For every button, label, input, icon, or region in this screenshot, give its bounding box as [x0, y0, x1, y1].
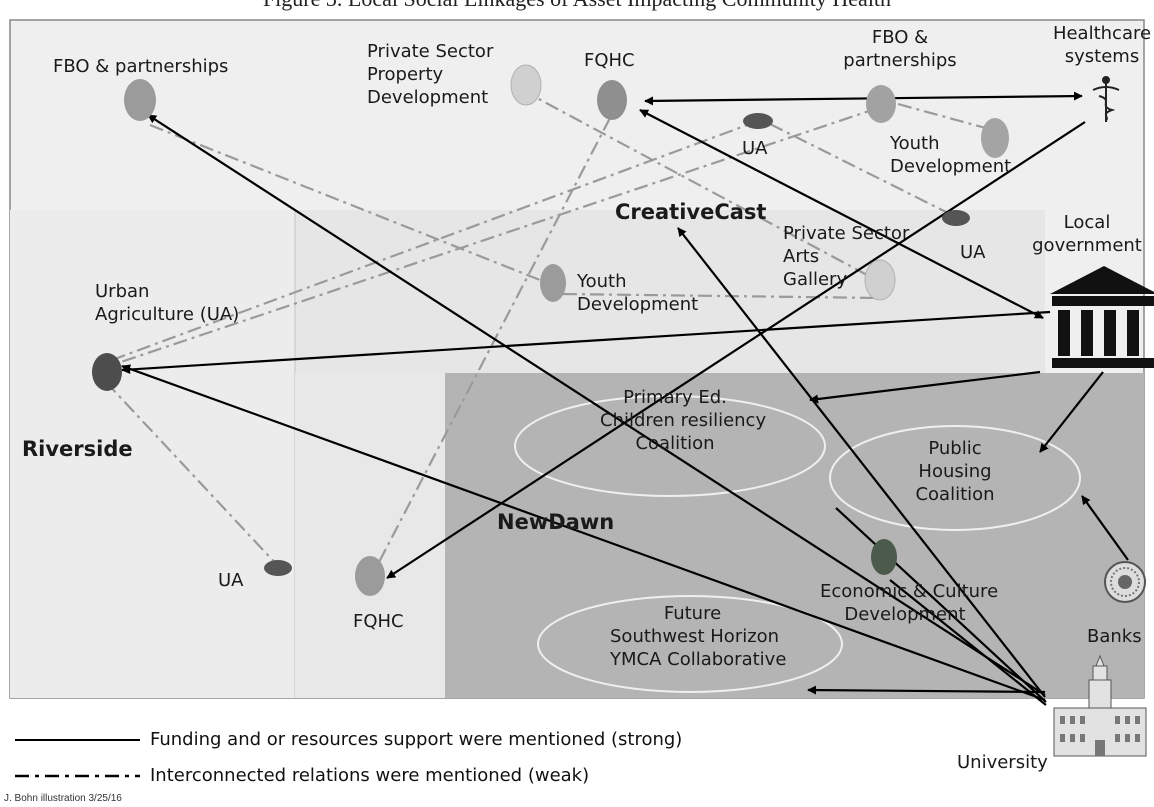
bank-seal-icon: [1104, 561, 1146, 603]
label-fqhc-top: FQHC: [584, 50, 635, 71]
private-arts-dot: [864, 259, 896, 301]
label-ua-top: UA: [742, 138, 768, 159]
public-housing-ellipse: [829, 425, 1081, 531]
region-creativecast: CreativeCast: [615, 200, 767, 224]
ua-top-dot: [743, 113, 773, 129]
newdawn-region: [445, 373, 1144, 698]
riverside-region: [10, 210, 295, 698]
region-newdawn: NewDawn: [497, 510, 615, 534]
label-ua-right: UA: [960, 242, 986, 263]
label-university: University: [957, 752, 1048, 773]
private-property-dot: [510, 64, 542, 106]
label-ua-bottom: UA: [218, 570, 244, 591]
strong-links: [121, 91, 1129, 706]
illustration-credit: J. Bohn illustration 3/25/16: [4, 793, 122, 804]
lower-left-region: [295, 373, 445, 698]
legend-strong-label: Funding and or resources support were me…: [150, 729, 683, 750]
econ-culture-dot: [871, 539, 897, 575]
fqhc-top-dot: [597, 80, 627, 120]
future-sw-ellipse: [537, 595, 843, 693]
label-fbo-right: FBO &partnerships: [843, 27, 957, 71]
ua-bottom-dot: [264, 560, 292, 576]
urban-ag-dot: [92, 353, 122, 391]
primary-ed-ellipse: [514, 395, 826, 497]
ua-right-dot: [942, 210, 970, 226]
fqhc-bottom-dot: [355, 556, 385, 596]
label-fqhc-bottom: FQHC: [353, 611, 404, 632]
university-building-icon: [1053, 654, 1147, 757]
youth-mid-dot: [540, 264, 566, 302]
caduceus-icon: [1092, 76, 1120, 122]
label-banks: Banks: [1087, 626, 1142, 647]
government-building-icon: [1050, 266, 1154, 368]
fbo-left-dot: [124, 79, 156, 121]
label-fbo-left: FBO & partnerships: [53, 56, 229, 77]
legend-weak-label: Interconnected relations were mentioned …: [150, 765, 590, 786]
youth-right-dot: [981, 118, 1009, 158]
fbo-right-dot: [866, 85, 896, 123]
region-riverside: Riverside: [22, 437, 133, 461]
figure-caption: Figure 3. Local Social Linkages of Asset…: [0, 0, 1154, 12]
